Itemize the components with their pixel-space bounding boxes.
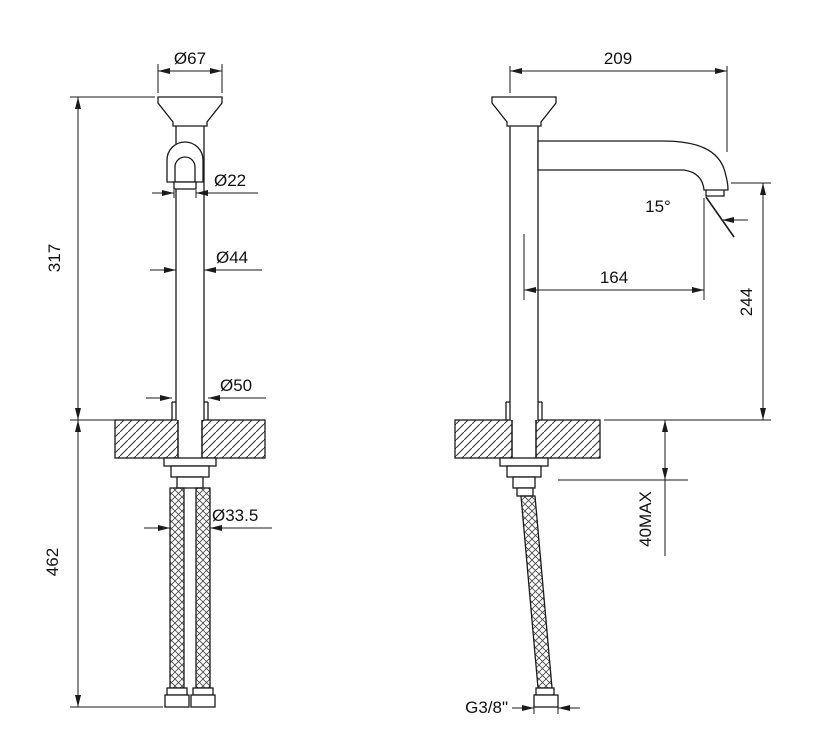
side-view-dimensions: 209 15° 164 244 40MAX <box>465 49 771 717</box>
dim-cap-diameter: Ø67 <box>157 49 223 93</box>
dim-label-supply-connection: G3/8" <box>465 698 508 717</box>
mounting-hardware-front <box>163 420 217 489</box>
aerator-front <box>173 181 197 190</box>
faucet-cap-front <box>157 96 223 127</box>
dim-label-overall-depth: 209 <box>604 49 632 68</box>
spout-side <box>537 140 729 191</box>
front-view-dimensions: Ø67 317 462 Ø22 Ø44 Ø50 <box>43 49 272 708</box>
dim-label-outlet-height: 244 <box>737 288 756 316</box>
faucet-cap-side <box>491 96 557 127</box>
supply-hoses <box>164 487 216 708</box>
counter-section-right-side <box>535 419 601 459</box>
front-view-drawing <box>114 96 266 708</box>
dim-label-aerator-diameter: Ø22 <box>214 171 246 190</box>
dim-label-hose-bundle-diameter: Ø33.5 <box>212 506 258 525</box>
counter-section-left <box>114 419 179 459</box>
dim-label-length-below-counter: 462 <box>43 548 62 576</box>
dim-spout-reach: 164 <box>523 198 705 300</box>
dim-length-below-counter: 462 <box>43 420 163 708</box>
dim-label-spout-reach: 164 <box>600 268 628 287</box>
dim-hose-bundle-diameter: Ø33.5 <box>144 506 272 531</box>
dim-aerator-diameter: Ø22 <box>152 171 258 198</box>
faucet-body-side <box>491 96 729 420</box>
counter-section-left-side <box>454 419 513 459</box>
dim-outlet-height: 244 <box>604 182 771 421</box>
mounting-hardware-side <box>499 420 549 497</box>
faucet-body-front <box>157 96 223 420</box>
aerator-side <box>705 190 725 197</box>
dim-base-diameter: Ø50 <box>146 376 266 401</box>
dim-supply-connection: G3/8" <box>465 698 580 717</box>
dim-label-body-diameter: Ø44 <box>216 248 248 267</box>
dim-spray-angle: 15° <box>645 196 748 238</box>
dim-body-diameter: Ø44 <box>150 248 262 273</box>
dim-overall-depth: 209 <box>509 49 728 152</box>
side-view-drawing <box>454 96 729 708</box>
dim-label-spray-angle: 15° <box>645 197 671 216</box>
dim-max-counter-thickness: 40MAX <box>558 420 688 556</box>
dim-label-base-diameter: Ø50 <box>220 376 252 395</box>
spout-front <box>166 141 204 183</box>
supply-hose-side <box>520 495 559 708</box>
dim-label-cap-diameter: Ø67 <box>174 49 206 68</box>
counter-section-right <box>201 419 266 459</box>
dim-height-above-counter: 317 <box>45 96 155 421</box>
dim-label-height-above-counter: 317 <box>45 244 64 272</box>
dim-label-max-counter-thickness: 40MAX <box>636 491 655 547</box>
